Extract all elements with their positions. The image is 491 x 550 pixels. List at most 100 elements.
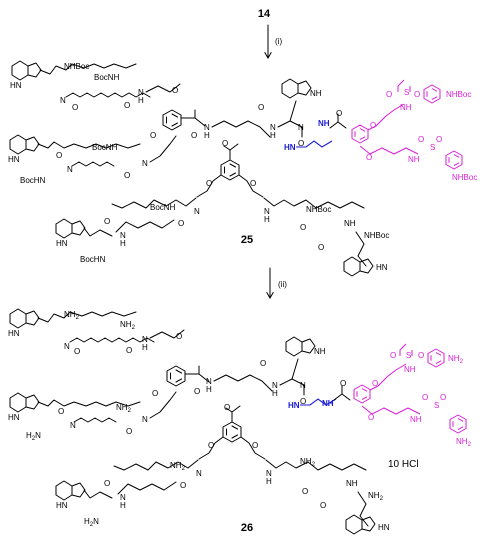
atom-o-26l: O	[208, 441, 214, 450]
atom-o-mag-25d: O	[366, 153, 372, 162]
core-benzene-25	[162, 109, 182, 131]
atom-o-26g: O	[194, 387, 200, 396]
atom-o-25e: O	[124, 171, 130, 180]
atom-h2n-26d: H2N	[84, 517, 99, 528]
atom-bocnh-25n: BocNH	[150, 203, 176, 212]
atom-nh-linker-26: NH	[322, 399, 334, 408]
indole-ring-25e	[343, 256, 374, 277]
atom-h-25h: H	[270, 131, 276, 140]
compound-26-label: 26	[241, 522, 253, 534]
atom-o-25m: O	[250, 179, 256, 188]
magenta-phenyl-25b	[445, 150, 463, 170]
atom-o-26m: O	[252, 441, 258, 450]
atom-nh-mag-25b: NH	[408, 155, 420, 164]
atom-h-25g: H	[204, 131, 210, 140]
atom-o-25n: O	[178, 219, 184, 228]
step-1-label: (i)	[275, 37, 282, 46]
atom-nh2-26p: NH2	[300, 457, 316, 468]
atom-nh-mag-26b: NH	[410, 415, 422, 424]
atom-h-26o: H	[120, 501, 126, 510]
atom-n-26d: N	[70, 421, 76, 430]
atom-o-26k: O	[224, 403, 230, 412]
atom-h-26h: H	[272, 389, 278, 398]
magenta-benzene-26	[353, 384, 371, 404]
atom-nh2-26c: NH2	[116, 403, 132, 414]
atom-o-25d: O	[56, 151, 62, 160]
atom-o-26a: O	[74, 347, 80, 356]
compound-25-label: 25	[241, 234, 253, 246]
atom-o-26o: O	[104, 479, 110, 488]
atom-hn-26b: HN	[8, 413, 20, 422]
atom-n-26g: N	[206, 377, 212, 386]
lower-benzene-25	[220, 159, 240, 181]
atom-o-25i: O	[298, 139, 304, 148]
atom-nh2-mag-26a: NH2	[448, 354, 464, 365]
atom-o-25b: O	[124, 101, 130, 110]
atom-nhboc-25q: NHBoc	[364, 231, 389, 240]
atom-n-25o: N	[120, 231, 126, 240]
atom-o-26c: O	[176, 332, 182, 341]
indole-ring-25a	[11, 60, 42, 81]
atom-nhboc-25a: NHBoc	[64, 62, 89, 71]
atom-nh2-mag-26b: NH2	[456, 437, 472, 448]
indole-ring-25b	[9, 134, 40, 155]
atom-o-mag-25c: O	[414, 90, 420, 99]
atom-o-26j: O	[340, 379, 346, 388]
atom-o-25f: O	[150, 131, 156, 140]
atom-n-25n: N	[194, 207, 200, 216]
atom-nh2-26a: NH2	[64, 310, 80, 321]
atom-hn-26d: HN	[56, 501, 68, 510]
atom-o-25o: O	[104, 217, 110, 226]
atom-n-25g: N	[204, 123, 210, 132]
atom-n-25a: N	[60, 96, 66, 105]
atom-hn-26e: HN	[378, 523, 390, 532]
atom-hn-linker-26: HN	[288, 401, 300, 410]
compound-26-structure: HN NH2 NH2 N O O N H O HN NH2 H2N O N O …	[8, 308, 472, 535]
atom-o-25a: O	[72, 103, 78, 112]
atom-o-mag-25e: O	[418, 135, 424, 144]
indole-ring-26d	[55, 480, 86, 501]
atom-o-mag-25f: O	[436, 135, 442, 144]
atom-nh2-26n: NH2	[170, 461, 186, 472]
atom-o-26p: O	[302, 487, 308, 496]
atom-hn-25e: HN	[376, 263, 388, 272]
atom-o-25j: O	[336, 109, 342, 118]
atom-hn-25b: HN	[8, 155, 20, 164]
atom-n-26h: N	[272, 381, 278, 390]
atom-s-mag-26a: S	[406, 351, 411, 360]
atom-o-25c: O	[172, 86, 178, 95]
atom-o-mag-26b: O	[390, 351, 396, 360]
atom-o-25l: O	[206, 179, 212, 188]
atom-n-26e: N	[142, 415, 148, 424]
atom-o-mag-26f: O	[440, 393, 446, 402]
indole-ring-25c	[281, 78, 312, 99]
atom-h-25o: H	[120, 239, 126, 248]
atom-h-25p: H	[264, 215, 270, 224]
core-benzene-26	[166, 365, 186, 387]
atom-nhboc-25p: NHBoc	[306, 205, 331, 214]
atom-nh2-26b: NH2	[120, 320, 136, 331]
atom-o-26d: O	[58, 407, 64, 416]
atom-hn-25d: HN	[56, 239, 68, 248]
atom-o-25q: O	[318, 243, 324, 252]
atom-nh2-26q: NH2	[368, 491, 384, 502]
atom-n-25h: N	[270, 123, 276, 132]
atom-h2n-26c: H2N	[26, 431, 41, 442]
atom-nh-linker-25: NH	[318, 119, 330, 128]
compound-25-structure: HN NHBoc BocNH N O O N H O HN BocNH BocH…	[8, 60, 477, 277]
atom-o-25p: O	[300, 223, 306, 232]
atom-nh-25q: NH	[344, 219, 356, 228]
indole-ring-26a	[9, 308, 40, 329]
atom-n-25p: N	[264, 207, 270, 216]
atom-o-mag-25a: O	[370, 121, 376, 130]
atom-s-mag-26b: S	[434, 401, 439, 410]
atom-o-26f: O	[152, 389, 158, 398]
atom-n-25i: N	[298, 123, 304, 132]
atom-nh-mag-26a: NH	[404, 365, 416, 374]
atom-bocnh-25a: BocNH	[94, 73, 120, 82]
atom-nhboc-mag-25a: NHBoc	[446, 90, 471, 99]
atom-o-26q: O	[320, 501, 326, 510]
atom-o-26e: O	[126, 427, 132, 436]
atom-o-25g: O	[191, 131, 197, 140]
